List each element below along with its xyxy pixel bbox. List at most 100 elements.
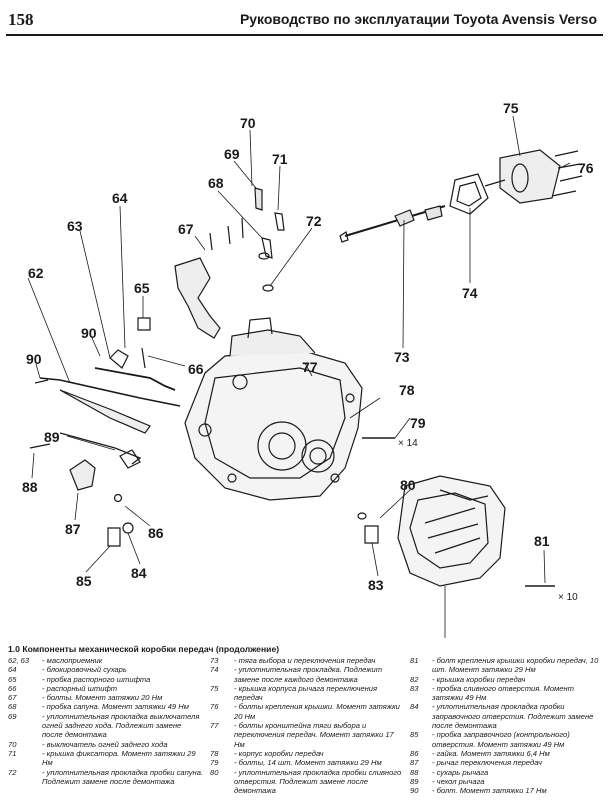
legend-number: 69 (8, 711, 17, 721)
legend-item: 71- крышка фиксатора. Момент затяжки 29 … (8, 749, 204, 768)
legend-column-1: 62, 63 - маслоприемник 64 - блокировочный … (8, 656, 204, 786)
legend-item: 86 - гайка. Момент затяжки 6,4 Нм (410, 749, 605, 758)
legend-number: 89 (410, 776, 419, 786)
callout-78: 78 (399, 382, 415, 398)
callout-70: 70 (240, 115, 256, 131)
legend-item: 88 - сухарь рычага (410, 768, 605, 777)
legend-number: 81 (410, 656, 419, 665)
callout-69: 69 (224, 146, 240, 162)
legend-text: - крышка коробки передач (432, 674, 526, 684)
legend-number: 79 (210, 758, 219, 768)
legend-number: 88 (410, 767, 419, 777)
legend-number: 83 (410, 683, 419, 693)
callout-87: 87 (65, 521, 81, 537)
legend-item: 65- пробка распорного штифта (8, 675, 204, 684)
callout-67: 67 (178, 221, 194, 237)
legend-item: 82 - крышка коробки передач (410, 675, 605, 684)
legend-item: 81 - болт крепления крышки коробки переда… (410, 656, 605, 675)
legend-text: - болты кронштейна тяги выбора и переклю… (234, 721, 394, 749)
legend-number: 72 (8, 767, 17, 777)
legend-text: - болты. Момент затяжки 20 Нм (42, 693, 163, 703)
leader-lines (27, 115, 571, 638)
legend-item: 85 - пробка заправочного (контрольного) о… (410, 730, 605, 749)
callout-77: 77 (302, 359, 318, 375)
legend-item: 89 - чехол рычага (410, 777, 605, 786)
legend-column-2: 73 - тяга выбора и переключения передач 7… (210, 656, 406, 795)
legend-text: - чехол рычага (432, 776, 485, 786)
legend-text: - маслоприемник (42, 656, 103, 665)
legend-number: 86 (410, 748, 419, 758)
legend-number: 76 (210, 702, 219, 712)
legend-item: 75- крышка корпуса рычага переключения п… (210, 684, 406, 703)
callout-68: 68 (208, 175, 224, 191)
legend-item: 84 - уплотнительная прокладка пробки запр… (410, 702, 605, 730)
legend-item: 67 - болты. Момент затяжки 20 Нм (8, 693, 204, 702)
legend-item: 74 - уплотнительная прокладка. Подлежит з… (210, 665, 406, 684)
callout-62: 62 (28, 265, 44, 281)
legend-text: - пробка заправочного (контрольного) отв… (432, 730, 570, 749)
callout-64: 64 (112, 190, 128, 206)
legend-number: 85 (410, 730, 419, 740)
legend-item: 70- выключатель огней заднего хода (8, 740, 204, 749)
legend-text: - пробка сапуна. Момент затяжки 49 Нм (42, 702, 189, 712)
callout-72: 72 (306, 213, 322, 229)
callout-79: 79 (410, 415, 426, 431)
callout-90-upper: 90 (81, 325, 97, 341)
legend-item: 83 - пробка сливного отверстия. Момент за… (410, 684, 605, 703)
legend-item: 64 - блокировочный сухарь (8, 665, 204, 674)
legend-column-3: 81 - болт крепления крышки коробки переда… (410, 656, 605, 795)
legend-text: - уплотнительная прокладка пробки заправ… (432, 702, 594, 731)
legend-item: 77 - болты кронштейна тяги выбора и перек… (210, 721, 406, 749)
legend-text: - болт крепления крышки коробки передач,… (432, 656, 599, 675)
legend-item: 69 - уплотнительная прокладка выключателя… (8, 712, 204, 740)
legend-text: - тяга выбора и переключения передач (234, 656, 376, 665)
gearbox-exploded-diagram: 62 63 64 65 66 67 68 69 70 71 72 73 74 7… (22, 100, 594, 638)
legend-number: 74 (210, 665, 219, 675)
book-title: Руководство по эксплуатации Toyota Avens… (239, 11, 597, 27)
legend-item: 73 - тяга выбора и переключения передач (210, 656, 406, 665)
legend-number: 90 (410, 786, 419, 796)
legend-number: 77 (210, 721, 219, 731)
legend-number: 84 (410, 702, 419, 712)
legend-text: - уплотнительная прокладка. Подлежит зам… (234, 665, 383, 684)
figure-caption: 1.0 Компоненты механической коробки пере… (8, 644, 280, 654)
callout-88: 88 (22, 479, 38, 495)
legend-text: - рычаг переключения передач (432, 758, 542, 768)
legend-text: - пробка сливного отверстия. Момент затя… (432, 683, 575, 703)
legend-item: 68- пробка сапуна. Момент затяжки 49 Нм (8, 702, 204, 711)
legend-item: 80 - уплотнительная прокладка пробки слив… (210, 768, 406, 796)
page-number: 158 (8, 10, 34, 29)
legend-number: 78 (210, 748, 219, 758)
legend-item: 76- болты крепления крышки. Момент затяж… (210, 702, 406, 721)
legend-number: 67 (8, 693, 17, 703)
callout-90-lower: 90 (26, 351, 42, 367)
legend-number: 73 (210, 656, 219, 665)
callout-labels: 62 63 64 65 66 67 68 69 70 71 72 73 74 7… (22, 100, 594, 603)
legend-text: - сухарь рычага (432, 767, 489, 777)
callout-73: 73 (394, 349, 410, 365)
legend-item: 87- рычаг переключения передач (410, 758, 605, 767)
callout-84: 84 (131, 565, 147, 581)
legend-text: - блокировочный сухарь (42, 665, 127, 675)
legend-number: 62, 63 (8, 656, 30, 665)
legend-number: 82 (410, 674, 419, 684)
legend-item: 72- уплотнительная прокладка пробки сапу… (8, 768, 204, 787)
legend-text: - корпус коробки передач (234, 748, 324, 758)
legend-item: 90- болт. Момент затяжки 17 Нм (410, 786, 605, 795)
legend-item: 62, 63 - маслоприемник (8, 656, 204, 665)
callout-89: 89 (44, 429, 60, 445)
legend-text: - уплотнительная прокладка пробки сливно… (234, 767, 402, 796)
legend-text: - гайка. Момент затяжки 6,4 Нм (432, 748, 550, 758)
diagram-drawing (29, 149, 583, 587)
legend-item: 78 - корпус коробки передач (210, 749, 406, 758)
legend-number: 64 (8, 665, 17, 675)
legend-number: 65 (8, 674, 17, 684)
legend-number: 80 (210, 767, 219, 777)
legend-number: 75 (210, 683, 219, 693)
callout-83: 83 (368, 577, 384, 593)
legend-text: - распорный штифт (42, 683, 118, 693)
multiplier-79: × 14 (398, 438, 418, 449)
callout-65: 65 (134, 280, 150, 296)
legend-text: - уплотнительная прокладка выключателя о… (42, 711, 200, 740)
callout-76: 76 (578, 160, 594, 176)
